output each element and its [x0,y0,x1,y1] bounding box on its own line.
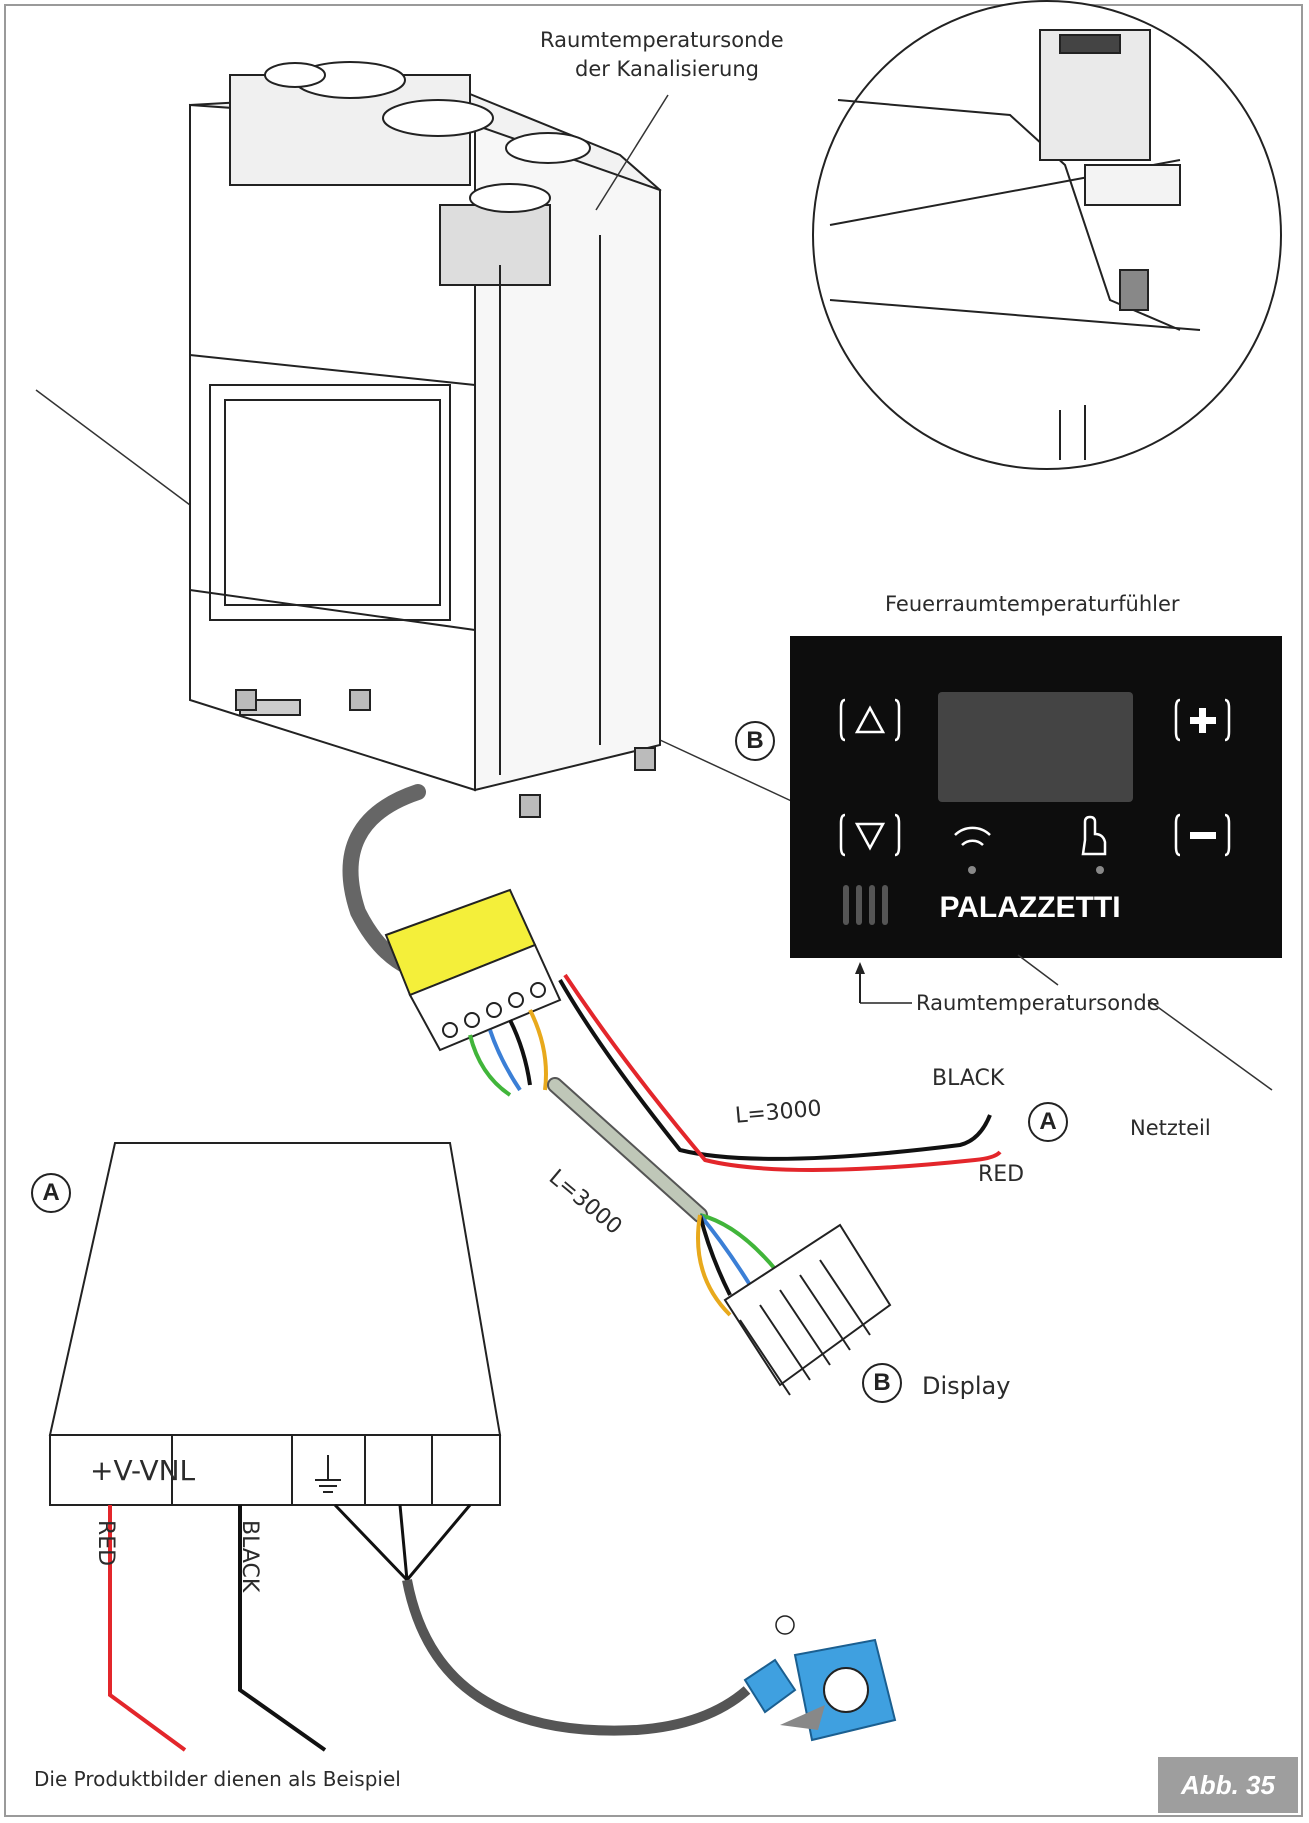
duct-probe-label-line1: Raumtemperatursonde [540,28,784,52]
figure-frame [4,4,1303,1817]
up-arrow-icon [854,705,886,734]
marker-b-display: B [862,1363,902,1403]
touch-led [1096,866,1104,874]
plus-icon [1190,708,1216,733]
terminal-wires [468,973,1002,1172]
display-cable [549,1079,706,1221]
stove-illustration [188,61,662,818]
duct-probe-label-line2: der Kanalisierung [575,57,759,81]
touch-hand-icon [1081,815,1107,856]
stove-cable [342,784,426,975]
duct-probe-pointer [595,94,669,211]
display-label: Display [922,1372,1011,1400]
power-supply-unit [48,1142,502,1506]
figure-number-badge: Abb. 35 [1158,1757,1298,1813]
floor-line-mid [659,739,801,806]
display-pointer [1017,954,1059,986]
ground-icon [775,1615,795,1635]
marker-b-panel: B [735,721,775,761]
detail-zoom-circle [812,0,1282,470]
black-wire-label: BLACK [932,1066,1005,1091]
display-screen [938,692,1133,802]
wifi-icon [954,826,991,836]
marker-a-wires: A [1028,1102,1068,1142]
brand-logo: PALAZZETTI [939,891,1120,924]
floor-line-right [1147,999,1273,1091]
marker-a-psu: A [31,1173,71,1213]
floor-line-left [35,389,191,506]
terminal-block [384,888,562,1052]
wifi-led [968,866,976,874]
minus-icon [1190,832,1216,839]
control-display-panel: PALAZZETTI [790,636,1282,958]
display-wires [696,1213,782,1317]
psu-red-label: RED [93,1520,118,1567]
red-wire-label: RED [978,1162,1025,1187]
mains-cable [402,1579,751,1736]
psu-black-label: BLACK [237,1520,262,1593]
firebox-sensor-label: Feuerraumtemperaturfühler [885,592,1180,616]
display-connector [723,1223,892,1396]
power-supply-label: Netzteil [1130,1116,1211,1140]
up-button-bracket-l [839,698,846,742]
psu-black-wire [238,1505,327,1752]
probe-vent-grille [843,885,888,925]
psu-red-wire [108,1505,187,1752]
disclaimer-text: Die Produktbilder dienen als Beispiel [34,1767,401,1791]
terminal-label: +V-VNL [90,1454,196,1487]
plug-and-socket-icon [743,1615,897,1742]
down-arrow-icon [854,822,886,851]
room-probe-label: Raumtemperatursonde [916,991,1160,1015]
